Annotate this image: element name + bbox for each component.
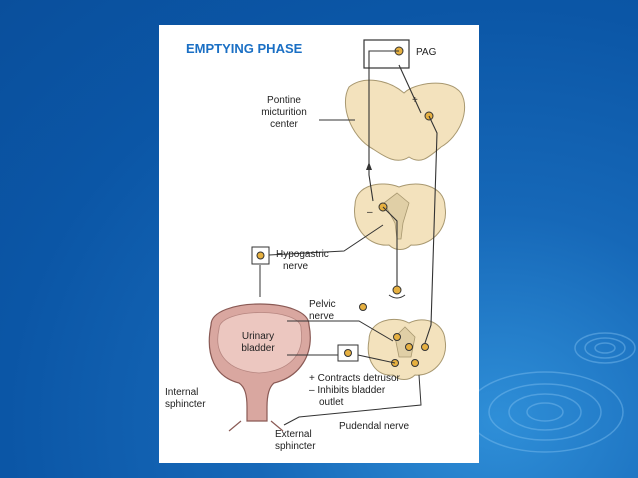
pontine-label-line2: micturition xyxy=(261,107,307,118)
pontine-descending-path xyxy=(424,115,438,344)
internal-sphincter-line2: sphincter xyxy=(165,399,206,410)
legend-line1: + Contracts detrusor xyxy=(309,373,401,384)
bladder-lumen xyxy=(217,312,302,374)
pag-box xyxy=(363,39,410,69)
interneuron xyxy=(392,285,402,295)
pelvic-ganglion-box-neuron xyxy=(344,349,352,357)
upper-to-lower-path xyxy=(382,206,398,287)
pontine-label-line3: center xyxy=(270,119,298,130)
legend-line2: – Inhibits bladder xyxy=(309,385,386,396)
ascending-arrowhead xyxy=(366,162,372,170)
pontine-label-line1: Pontine xyxy=(267,95,301,106)
pag-to-pons-path xyxy=(398,64,422,114)
hypogastric-neuron xyxy=(256,251,265,260)
diagram-title: EMPTYING PHASE xyxy=(186,41,303,56)
micturition-diagram: EMPTYING PHASE PAG + Pontine micturition… xyxy=(165,39,466,452)
pelvic-nerve-path xyxy=(287,320,394,342)
sacral-neuron-1 xyxy=(393,333,401,341)
internal-sphincter-line1: Internal xyxy=(165,387,198,398)
pons-shape xyxy=(344,79,466,161)
sacral-neuron-5 xyxy=(411,359,419,367)
bladder-label-line2: bladder xyxy=(241,343,275,354)
pag-descending-path xyxy=(368,50,399,202)
upper-cord-minus: – xyxy=(367,207,373,218)
pelvic-label-line2: nerve xyxy=(309,311,334,322)
legend-line3: outlet xyxy=(319,397,344,408)
interneuron-synapse xyxy=(388,294,406,299)
sacral-neuron-2 xyxy=(405,343,413,351)
hypogastric-label-line1: Hypogastric xyxy=(276,249,329,260)
bladder-label-line1: Urinary xyxy=(242,331,274,342)
hypogastric-label-line2: nerve xyxy=(283,261,308,272)
pelvic-efferent-path xyxy=(287,354,396,364)
upper-gray-matter xyxy=(383,192,410,240)
pelvic-ganglion-neuron xyxy=(359,303,367,311)
pag-label: PAG xyxy=(416,47,437,58)
external-sphincter-line2: sphincter xyxy=(275,441,316,452)
pelvic-label-line1: Pelvic xyxy=(309,299,336,310)
pudendal-nerve-path xyxy=(283,374,422,426)
hypogastric-pathway xyxy=(268,224,384,256)
external-sphincter-muscle xyxy=(228,420,284,432)
external-sphincter-line1: External xyxy=(275,429,312,440)
pudendal-label: Pudendal nerve xyxy=(339,421,409,432)
sacral-neuron-3 xyxy=(421,343,429,351)
diagram-panel: EMPTYING PHASE PAG + Pontine micturition… xyxy=(159,25,479,463)
